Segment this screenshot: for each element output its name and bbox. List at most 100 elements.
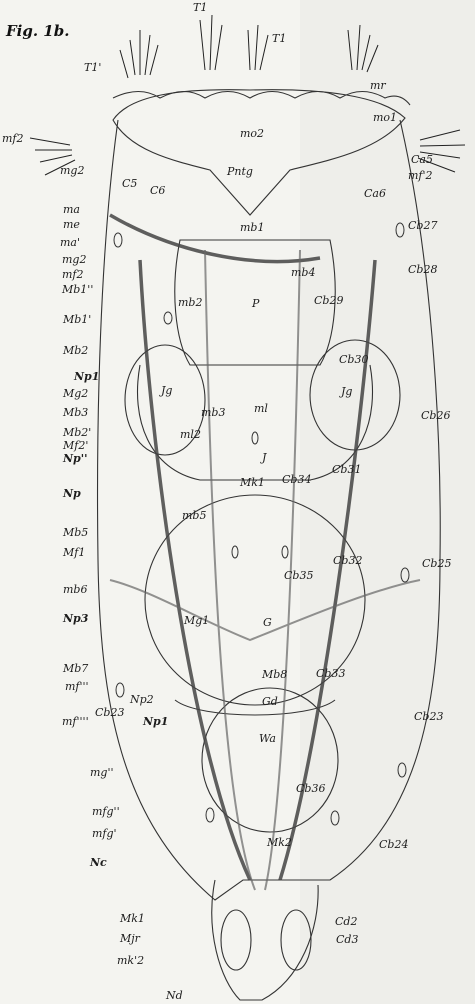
label-cb23-left: Cb23 (95, 707, 124, 719)
label-mg-inner: mg'' (90, 767, 114, 779)
label-np-dprime: Np'' (63, 453, 87, 465)
label-cb32: Cb32 (333, 555, 362, 567)
label-me: me (63, 219, 80, 231)
cell-10 (116, 683, 124, 697)
label-mf2-top: mf2 (2, 133, 24, 145)
label-mf1: Mf1 (63, 547, 85, 559)
label-mb8: Mb8 (262, 669, 287, 681)
label-jg-left: Jg (161, 385, 172, 397)
label-mr: mr (370, 80, 386, 92)
label-cb35: Cb35 (284, 570, 313, 582)
body-outline (98, 120, 441, 900)
label-cb27: Cb27 (408, 220, 437, 232)
label-ca6: Ca6 (364, 188, 386, 200)
label-cd3: Cd3 (336, 934, 358, 946)
label-ca5: Ca5 (411, 154, 433, 166)
label-cb33: Cb33 (316, 668, 345, 680)
label-g: G (263, 617, 272, 629)
label-cb25: Cb25 (422, 558, 451, 570)
label-mb1-prime: Mb1' (63, 314, 91, 326)
cilia-tuft-mid (200, 15, 222, 70)
label-mb7: Mb7 (63, 663, 88, 675)
label-mb3: Mb3 (63, 407, 88, 419)
label-mfg-dprime: mfg'' (92, 806, 120, 818)
label-t1-top: T1 (193, 2, 207, 14)
label-mb2: Mb2 (63, 345, 88, 357)
label-nc: Nc (90, 857, 107, 869)
label-mk1-center: Mk1 (240, 477, 265, 489)
label-cb26: Cb26 (421, 410, 450, 422)
muscle-center-left (205, 250, 255, 890)
label-jg-right: Jg (341, 386, 352, 398)
label-mb4: mb4 (291, 267, 315, 279)
label-j: J (262, 452, 266, 464)
label-np1-prime: Np1 (74, 371, 99, 383)
cell-3 (252, 432, 258, 444)
label-mb1: mb1 (240, 222, 264, 234)
label-mk2: Mk2 (267, 837, 292, 849)
foot-outline (212, 880, 318, 1000)
cell-5 (282, 546, 288, 558)
label-mb2-inner: mb2 (178, 297, 202, 309)
label-mb1-dprime: Mb1'' (62, 284, 93, 296)
label-mg2: mg2 (62, 254, 86, 266)
cilia-tuft-right (348, 25, 378, 72)
label-c6: C6 (150, 185, 165, 197)
label-gd: Gd (262, 696, 278, 708)
label-mb5-inner: mb5 (182, 510, 206, 522)
cell-1 (114, 233, 122, 247)
cilia-tuft-center (248, 25, 268, 70)
label-np3: Np3 (63, 613, 88, 625)
label-mg1: Mg1 (184, 615, 209, 627)
label-mf-qprime: mf'''' (62, 716, 89, 728)
label-pntg: Pntg (227, 166, 253, 178)
label-mf2-prime: Mf2' (63, 440, 88, 452)
foot-gland-left (221, 910, 251, 970)
head-crenellation (113, 92, 410, 106)
figure-title: Fig. 1b. (6, 22, 69, 40)
label-np: Np (63, 488, 81, 500)
label-np2: Np2 (130, 694, 154, 706)
label-mb6: mb6 (63, 584, 87, 596)
label-mf2-right: mf'2 (408, 170, 433, 182)
label-t1-left: T1' (84, 62, 101, 74)
label-cd2: Cd2 (335, 916, 357, 928)
label-cb24: Cb24 (379, 839, 408, 851)
muscle-band-upper (110, 215, 320, 261)
label-mjr: Mjr (120, 933, 140, 945)
muscle-band-mid (110, 580, 420, 640)
label-nd: Nd (166, 990, 183, 1002)
label-mo2: mo2 (240, 128, 264, 140)
label-mb3-inner: mb3 (201, 407, 225, 419)
label-cb29: Cb29 (314, 295, 343, 307)
label-ma: ma (63, 204, 80, 216)
foot-gland-right (281, 910, 311, 970)
label-mfg-prime: mfg' (92, 828, 117, 840)
label-ma-prime: ma' (60, 237, 80, 249)
label-cb31: Cb31 (332, 464, 361, 476)
cell-7 (398, 763, 406, 777)
cell-9 (331, 811, 339, 825)
label-cb28: Cb28 (408, 264, 437, 276)
label-mb5: Mb5 (63, 527, 88, 539)
label-c5: C5 (122, 178, 137, 190)
label-np1: Np1 (143, 716, 168, 728)
label-mf-tprime: mf''' (65, 681, 89, 693)
label-ml: ml (254, 403, 268, 415)
cell-11 (164, 312, 172, 324)
label-cb36: Cb36 (296, 783, 325, 795)
label-ml2: ml2 (180, 429, 201, 441)
label-mg2-lower: Mg2 (63, 388, 88, 400)
cilia-tuft-left (120, 30, 158, 78)
label-mk2-prime: mk'2 (117, 955, 144, 967)
cell-6 (401, 568, 409, 582)
label-cb34: Cb34 (282, 474, 311, 486)
label-t1-mid: T1 (272, 33, 286, 45)
cell-8 (206, 808, 214, 822)
label-mb2-prime: Mb2' (63, 427, 91, 439)
label-mo1: mo1 (373, 112, 397, 124)
label-mf2: mf2 (62, 269, 84, 281)
label-mg2-top: mg2 (60, 165, 84, 177)
